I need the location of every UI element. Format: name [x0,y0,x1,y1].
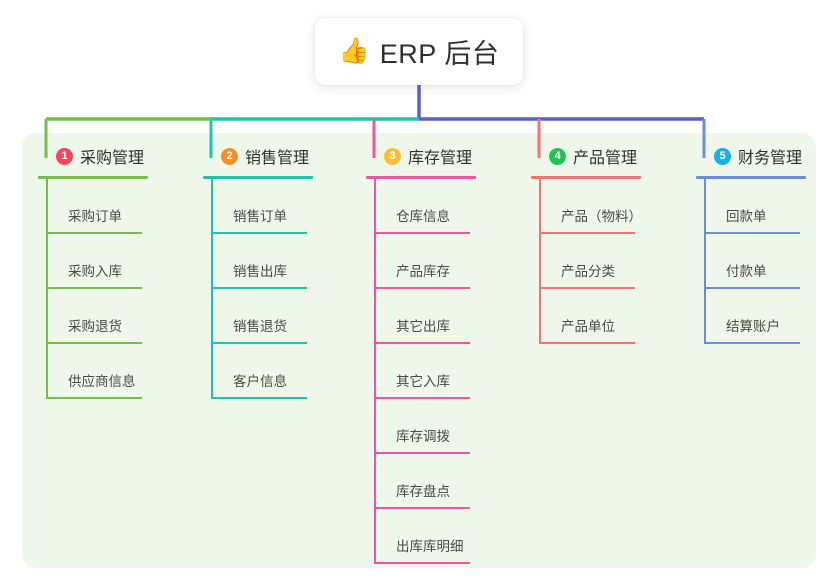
root-node[interactable]: 👍 ERP 后台 [315,18,523,85]
branch-header-underline [38,176,148,179]
branch-index-badge: 3 [384,147,401,165]
branch-spine [46,179,48,399]
leaf-item-underline [211,232,307,234]
branch-spine [374,179,376,564]
leaf-item-underline [374,397,470,399]
leaf-item-underline [539,342,635,344]
branch-title: 销售管理 [245,150,310,167]
leaf-item-label: 销售出库 [233,264,287,279]
leaf-item-underline [46,287,142,289]
branch-title: 财务管理 [738,150,803,167]
leaf-item-underline [46,397,142,399]
leaf-item-underline [374,287,470,289]
branch-spine [704,179,706,344]
leaf-item-underline [374,507,470,509]
leaf-item-label: 采购退货 [68,319,122,334]
leaf-item-label: 库存盘点 [396,484,450,499]
leaf-item-underline [46,342,142,344]
leaf-item-underline [704,287,800,289]
leaf-item-label: 付款单 [726,264,767,279]
branch-column: 2 销售管理销售订单销售出库销售退货客户信息 [203,144,313,399]
branch-index-badge: 1 [56,147,73,165]
leaf-item-label: 销售订单 [233,209,287,224]
branch-header-underline [203,176,313,179]
leaf-item-underline [374,562,470,564]
branch-index-badge: 4 [549,147,566,165]
root-node-title: ERP 后台 [379,39,500,69]
leaf-item-label: 其它出库 [396,319,450,334]
branch-header[interactable]: 2 销售管理 [203,144,309,168]
leaf-item-label: 销售退货 [233,319,287,334]
leaf-item-label: 库存调拨 [396,429,450,444]
leaf-item-label: 产品单位 [561,319,615,334]
branch-header[interactable]: 5 财务管理 [696,144,802,168]
leaf-item-label: 产品库存 [396,264,450,279]
branch-title: 采购管理 [80,150,145,167]
branch-header[interactable]: 4 产品管理 [531,144,637,168]
leaf-item-label: 仓库信息 [396,209,450,224]
leaf-item-label: 产品分类 [561,264,615,279]
branch-header[interactable]: 1 采购管理 [38,144,144,168]
leaf-item-underline [539,287,635,289]
branch-header-underline [696,176,806,179]
leaf-item-underline [374,452,470,454]
leaf-item-label: 采购入库 [68,264,122,279]
leaf-item-underline [211,397,307,399]
leaf-item-underline [211,287,307,289]
branch-title: 库存管理 [408,150,473,167]
leaf-item-label: 结算账户 [726,319,780,334]
leaf-item-underline [46,232,142,234]
thumbs-up-icon: 👍 [338,37,370,65]
leaf-item-label: 出库库明细 [396,539,464,554]
leaf-item-label: 产品（物料） [561,209,642,224]
branch-column: 1 采购管理采购订单采购入库采购退货供应商信息 [38,144,148,399]
branch-index-badge: 2 [221,147,238,165]
branch-column: 4 产品管理产品（物料） 产品分类产品单位 [531,144,642,344]
leaf-item-underline [539,232,635,234]
leaf-item-label: 供应商信息 [68,374,136,389]
leaf-item-underline [704,232,800,234]
branch-column: 5 财务管理回款单付款单结算账户 [696,144,806,344]
branch-header[interactable]: 3 库存管理 [366,144,472,168]
diagram-background-panel [22,133,816,568]
branch-spine [211,179,213,399]
branch-header-underline [366,176,476,179]
branch-column: 3 库存管理仓库信息产品库存其它出库其它入库库存调拨库存盘点出库库明细 [366,144,476,564]
leaf-item-underline [374,342,470,344]
leaf-item-underline [704,342,800,344]
leaf-item-label: 客户信息 [233,374,287,389]
leaf-item-underline [211,342,307,344]
leaf-item-label: 采购订单 [68,209,122,224]
branch-title: 产品管理 [573,150,638,167]
leaf-item-label: 其它入库 [396,374,450,389]
leaf-item-underline [374,232,470,234]
branch-spine [539,179,541,344]
branch-index-badge: 5 [714,147,731,165]
branch-header-underline [531,176,641,179]
leaf-item-label: 回款单 [726,209,767,224]
